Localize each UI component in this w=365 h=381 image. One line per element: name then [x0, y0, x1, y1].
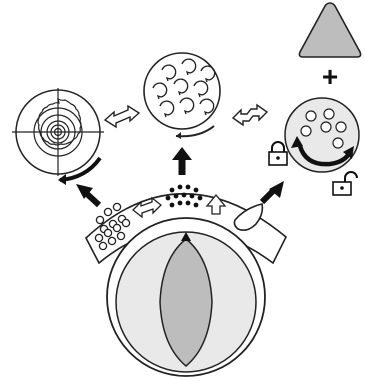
double-arrow-zigzag	[233, 105, 267, 125]
arrow-to-jets	[172, 147, 192, 175]
rotating-jets-icon	[144, 53, 220, 139]
arrow-to-nozzle	[262, 181, 284, 202]
double-arrow-left	[105, 106, 139, 127]
unlock-icon	[333, 172, 357, 195]
lock-icon	[269, 142, 287, 165]
plus-sign: +	[322, 61, 338, 92]
selector-dial-icon	[107, 218, 265, 376]
arrow-to-concentric	[76, 184, 99, 205]
triangle-icon	[299, 3, 360, 57]
adjustable-nozzle-icon	[285, 98, 359, 172]
concentric-rings-icon	[12, 88, 104, 185]
